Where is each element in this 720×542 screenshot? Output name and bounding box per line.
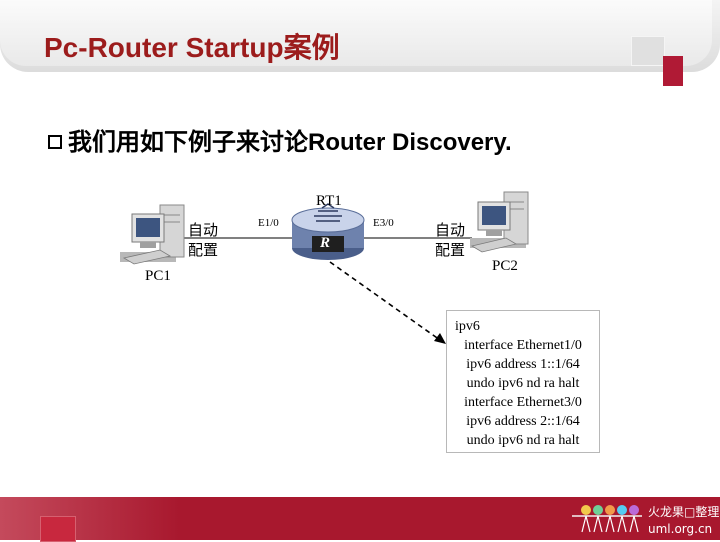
- right-auto-config-line1: 自动: [435, 221, 466, 239]
- people-logo-icon: [572, 505, 642, 533]
- config-line: undo ipv6 nd ra halt: [466, 433, 580, 448]
- decor-square-red: [663, 56, 683, 86]
- pc1-computer-icon: [120, 204, 185, 265]
- pc1-label: PC1: [145, 268, 171, 284]
- title-bar-inner: [0, 0, 712, 66]
- bullet-item: 我们用如下例子来讨论Router Discovery.: [48, 122, 512, 157]
- config-line: interface Ethernet3/0: [464, 395, 582, 410]
- checkbox-bullet-icon: [48, 135, 62, 149]
- config-line: ipv6 address 1::1/64: [466, 357, 580, 372]
- right-port-label: E3/0: [373, 217, 394, 229]
- left-auto-config-line2: 配置: [188, 241, 219, 259]
- decor-square-light: [631, 36, 665, 66]
- footer-brand: 火龙果□整理 uml.org.cn: [648, 504, 719, 538]
- router-label: RT1: [316, 193, 342, 209]
- config-line: interface Ethernet1/0: [464, 338, 582, 353]
- config-arrow-line: [329, 261, 441, 341]
- config-arrow-head: [434, 333, 446, 344]
- pc2-computer-icon: [470, 191, 529, 253]
- left-auto-config-line1: 自动: [188, 221, 219, 239]
- footer-brand-line1: 火龙果□整理: [648, 505, 720, 519]
- right-auto-config-line2: 配置: [435, 241, 466, 259]
- bullet-text: 我们用如下例子来讨论Router Discovery.: [68, 129, 512, 156]
- left-port-label: E1/0: [258, 217, 279, 229]
- footer-brand-line2: uml.org.cn: [648, 522, 713, 536]
- pc2-label: PC2: [492, 258, 518, 274]
- title-bar: [0, 0, 720, 72]
- config-line: ipv6 address 2::1/64: [466, 414, 580, 429]
- router-config-box: ipv6 interface Ethernet1/0 ipv6 address …: [446, 310, 600, 453]
- router-rt1-icon: [291, 203, 365, 260]
- config-line: undo ipv6 nd ra halt: [466, 376, 580, 391]
- router-letter: R: [320, 235, 331, 251]
- footer-square: [40, 516, 76, 542]
- footer-gradient: [0, 497, 180, 540]
- slide-title: Pc-Router Startup案例: [44, 32, 340, 63]
- config-line: ipv6: [455, 319, 480, 334]
